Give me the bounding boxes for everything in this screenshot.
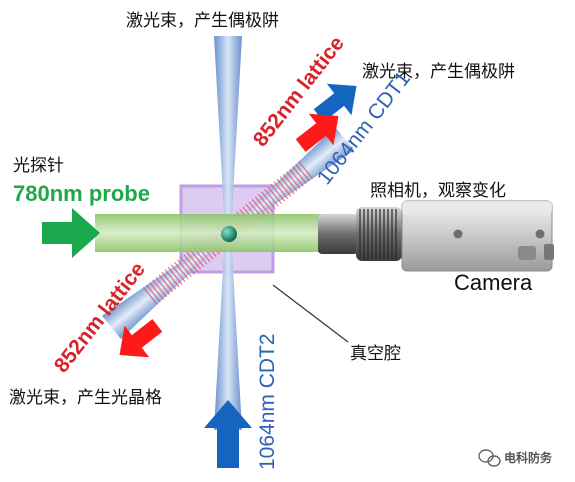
lattice-fringe <box>155 276 171 295</box>
lattice-fringe <box>161 271 177 290</box>
lattice-fringe <box>170 264 186 283</box>
lattice-fringe <box>180 256 195 275</box>
bottom-lattice-cn-label: 激光束，产生光晶格 <box>9 388 162 408</box>
lattice-fringe <box>186 251 202 270</box>
red-arrow-icon <box>119 319 163 358</box>
red-arrow-icon <box>295 113 339 152</box>
lattice-fringe <box>273 181 289 200</box>
lattice-fringe <box>158 274 174 293</box>
atom-cloud <box>221 226 237 242</box>
lattice-fringe <box>177 259 192 278</box>
lattice-fringe <box>282 173 298 192</box>
chamber-leader-line <box>272 284 349 343</box>
lattice-fringe <box>251 198 267 217</box>
probe-cn-label: 光探针 <box>13 156 64 176</box>
lattice-fringe <box>276 178 292 197</box>
lattice-fringe <box>254 196 270 215</box>
lattice-fringe <box>164 269 180 288</box>
lattice-fringe <box>289 168 304 187</box>
wechat-icon <box>478 449 501 467</box>
watermark-text: 电科防务 <box>504 450 553 465</box>
lattice-fringe <box>285 171 301 190</box>
lattice-fringe <box>298 161 314 179</box>
lattice-fringe <box>189 249 205 268</box>
chamber-label: 真空腔 <box>350 344 401 364</box>
cdt2-label: 1064nm CDT2 <box>256 333 279 470</box>
top-dipole-label: 激光束，产生偶极阱 <box>126 11 279 31</box>
blue-arrow-icon <box>313 83 357 122</box>
lattice-fringe <box>183 254 199 273</box>
lattice-fringe <box>146 284 161 303</box>
lattice-fringe <box>279 176 295 195</box>
blue-arrow-icon <box>204 400 252 468</box>
lattice-fringe <box>142 287 158 305</box>
lattice-fringe <box>292 166 307 184</box>
green-arrow-icon <box>42 208 100 258</box>
lattice-fringe <box>167 266 183 285</box>
lattice-fringe <box>152 279 167 298</box>
lattice-fringe <box>264 188 279 207</box>
camera-cn-label: 照相机，观察变化 <box>370 181 506 201</box>
lattice-fringe <box>257 193 273 212</box>
right-dipole-label: 激光束，产生偶极阱 <box>362 62 515 82</box>
lattice-fringe <box>174 261 189 280</box>
probe-beam <box>95 214 330 252</box>
camera-icon <box>318 200 554 272</box>
probe-label: 780nm probe <box>13 181 150 206</box>
lattice-fringe <box>295 163 310 182</box>
lattice-fringe <box>149 282 164 300</box>
lattice-fringe <box>267 186 282 205</box>
camera-label: Camera <box>454 270 533 295</box>
lattice-fringe <box>270 183 286 202</box>
lattice-fringe <box>261 191 276 210</box>
